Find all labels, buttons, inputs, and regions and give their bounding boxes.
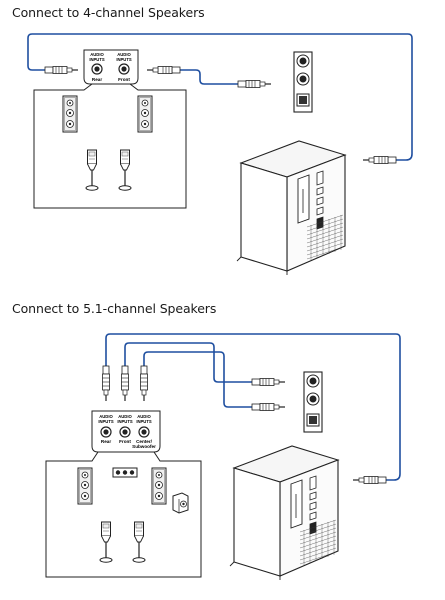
jack-rear-51-label: Rear xyxy=(101,439,111,444)
cable-rear xyxy=(27,33,413,161)
jack-rear-line2: INPUTS xyxy=(89,57,105,62)
cable-front xyxy=(180,69,238,85)
jack-center-51-label2: Subwoofer xyxy=(132,444,156,449)
plug-to-pc-front-51 xyxy=(251,377,286,387)
jack-center-51-label: Center/ xyxy=(136,439,153,444)
jack-center-51-line1: AUDIO xyxy=(137,414,151,419)
jack-rear-label: Rear xyxy=(92,77,102,82)
jack-front-51-line1: AUDIO xyxy=(118,414,132,419)
jack-front-51-label: Front xyxy=(119,439,131,444)
jack-center-51-line2: INPUTS xyxy=(136,419,152,424)
pc-tower-51ch xyxy=(229,445,339,581)
jack-front-51-line2: INPUTS xyxy=(117,419,133,424)
diagram-4-channel: AUDIO INPUTS AUDIO INPUTS Rear Front xyxy=(27,33,413,276)
jack-rear-51ch xyxy=(100,426,112,438)
jack-rear-line1: AUDIO xyxy=(90,52,104,57)
pc-tower-4ch xyxy=(236,140,346,276)
jack-rear-51-line2: INPUTS xyxy=(98,419,114,424)
section-title-5-1-channel: Connect to 5.1-channel Speakers xyxy=(12,301,217,316)
audio-port-panel-51ch xyxy=(303,371,323,433)
plug-to-pc-front xyxy=(237,79,272,89)
speaker-box-4ch xyxy=(33,83,187,209)
plug-front-right xyxy=(146,65,181,75)
jack-front-line1: AUDIO xyxy=(117,52,131,57)
plug-to-pc-center-51 xyxy=(251,402,286,412)
subwoofer xyxy=(172,492,189,514)
cable-center-51 xyxy=(143,351,252,408)
jack-center-51ch xyxy=(138,426,150,438)
plug-center-51 xyxy=(139,365,149,402)
speaker-tower-left-51 xyxy=(77,467,93,505)
jack-front-4ch xyxy=(118,63,130,75)
plug-rear-left xyxy=(44,65,79,75)
speaker-tower-right-51 xyxy=(151,467,167,505)
plug-to-pc-rear-51 xyxy=(352,475,387,485)
diagram-5-1-channel: AUDIO INPUTS AUDIO INPUTS AUDIO INPUTS R… xyxy=(45,333,401,581)
plug-front-51 xyxy=(120,365,130,402)
section-title-4-channel: Connect to 4-channel Speakers xyxy=(12,5,205,20)
audio-port-panel-4ch xyxy=(293,51,313,113)
jack-rear-51-line1: AUDIO xyxy=(99,414,113,419)
center-speaker xyxy=(112,467,138,478)
jack-panel-4ch xyxy=(83,49,139,85)
jack-front-51ch xyxy=(119,426,131,438)
cable-rear-51 xyxy=(105,333,401,481)
plug-rear-51 xyxy=(101,365,111,402)
jack-front-line2: INPUTS xyxy=(116,57,132,62)
jack-front-label: Front xyxy=(118,77,130,82)
speaker-tower-right xyxy=(137,95,153,133)
jack-rear-4ch xyxy=(91,63,103,75)
plug-to-pc-rear xyxy=(362,155,397,165)
speaker-tower-left xyxy=(62,95,78,133)
cable-front-51 xyxy=(124,342,252,383)
